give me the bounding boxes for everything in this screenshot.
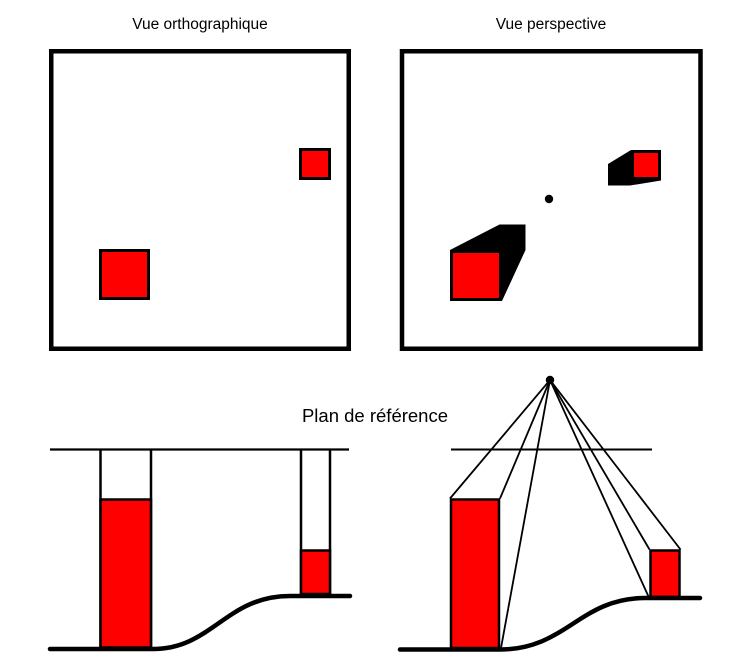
projection-line-large-top-right [499,379,551,499]
orthographic-view-title: Vue orthographique [132,16,268,33]
right-large-column-red-fill [449,498,501,650]
cube-small-face [631,150,661,180]
left-terrain-profile [47,593,353,652]
right-elevation-view [397,375,703,652]
projection-line-small-top-right [549,379,682,551]
projection-line-large-top-left [449,379,551,500]
reference-plane-title: Plan de référence [302,405,448,426]
cube-large-face [450,250,502,301]
orthographic-view-panel [49,49,351,351]
right-small-column-red-fill [649,549,681,599]
left-elevation-view [47,448,353,652]
vanishing-point-dot [544,194,554,204]
ortho-square-small [299,148,331,180]
right-terrain-profile [397,595,703,652]
projection-line-large-bottom-right [500,379,551,649]
perspective-view-title: Vue perspective [496,16,607,33]
projection-line-small-top-left [549,379,651,550]
orthographic-frame [49,49,351,351]
projection-rays [449,379,682,649]
perspective-view-panel [399,49,703,351]
eye-point-dot [545,375,555,385]
projection-line-small-bottom-left [549,379,650,597]
ortho-square-large [99,249,150,300]
left-small-column-red-fill [299,549,332,596]
left-large-column-red-fill [99,498,153,649]
